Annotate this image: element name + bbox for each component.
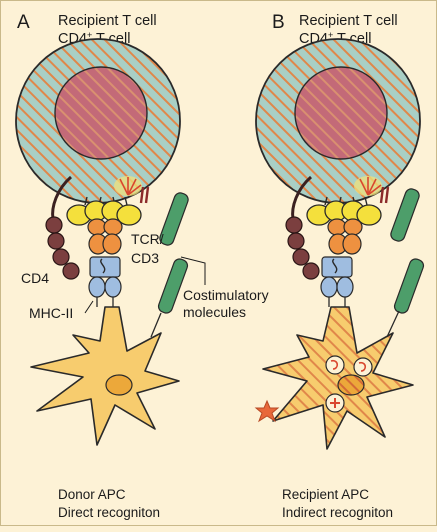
panel-a-costim-label-1: Costimulatory — [183, 287, 269, 303]
panel-a-letter: A — [17, 12, 30, 33]
panel-a-costim-leader — [180, 256, 206, 285]
panel-a-t-cell — [15, 38, 181, 204]
panel-b-letter: B — [272, 12, 285, 33]
panel-a-mhc-ii — [88, 256, 122, 307]
panel-a-caption-1: Donor APC — [58, 487, 126, 502]
panel-b-mhc-ii — [320, 256, 354, 307]
panel-a-signal-burst — [114, 176, 150, 204]
panel-a-costim-label-2: molecules — [183, 304, 246, 320]
panel-a-t-cell-nucleus — [54, 66, 148, 160]
panel-b-antigen-star — [254, 399, 280, 423]
panel-a-cd4-label: CD4 — [21, 270, 49, 286]
panel-b-recipient-apc — [262, 306, 414, 450]
panel-b-t-cell-nucleus — [294, 66, 388, 160]
panel-b-caption-1: Recipient APC — [282, 487, 369, 502]
panel-b: B Recipient T cell CD4+ T cell — [254, 12, 425, 520]
panel-b-tcr-cd3 — [306, 196, 382, 255]
panel-b-costim — [390, 188, 425, 314]
panel-a: A Recipient T cell CD4+ T cell — [15, 12, 269, 520]
panel-a-tcr-cd3 — [66, 196, 142, 255]
panel-b-signal-burst — [354, 176, 390, 204]
panel-a-tcr-label: TCR/ — [131, 231, 164, 247]
panel-a-caption-2: Direct recogniton — [58, 505, 160, 520]
panel-a-cd4 — [45, 175, 80, 280]
panel-b-cd4 — [285, 175, 320, 280]
panel-b-recipient-title: Recipient T cell — [299, 13, 398, 29]
panel-a-donor-apc — [30, 306, 180, 446]
panel-b-apc-nucleus — [337, 374, 365, 396]
panel-a-mhc-leader — [84, 300, 94, 314]
panel-b-t-cell — [255, 38, 421, 204]
panel-b-caption-2: Indirect recogniton — [282, 505, 393, 520]
panel-a-recipient-title: Recipient T cell — [58, 13, 157, 29]
panel-a-costim — [157, 192, 189, 314]
panel-a-cd3-label: CD3 — [131, 250, 159, 266]
panel-b-endosomes — [325, 355, 373, 413]
panel-a-mhc-label: MHC-II — [29, 305, 73, 321]
panel-a-apc-nucleus — [105, 374, 133, 396]
